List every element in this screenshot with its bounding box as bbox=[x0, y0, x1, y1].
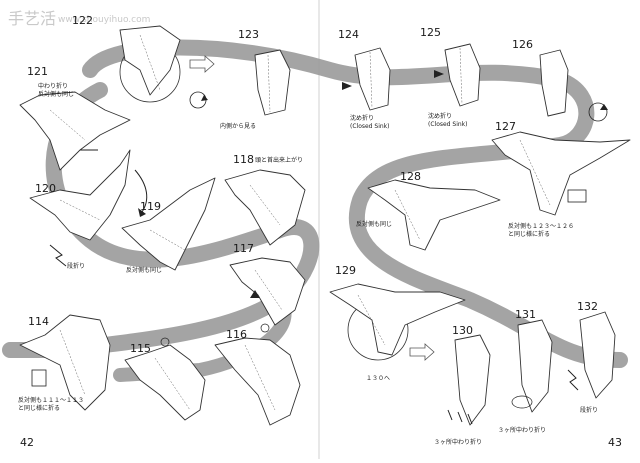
step-131-label: ３ヶ所中わり折り bbox=[498, 426, 546, 434]
step-120-figure bbox=[29, 149, 131, 241]
step-117-crease bbox=[254, 269, 283, 311]
step-126-rotate-icon bbox=[588, 102, 608, 122]
step-122-number: 122 bbox=[72, 14, 93, 27]
step-126-figure bbox=[539, 49, 569, 117]
step-123-number: 123 bbox=[238, 28, 259, 41]
step-117-up-arrow-icon bbox=[250, 290, 260, 298]
step-124-label-b: (Closed Sink) bbox=[350, 123, 390, 130]
arrow-122-to-123 bbox=[189, 55, 215, 73]
step-127-label-a: 反対側も１２３～１２６ bbox=[508, 222, 574, 230]
step-131-figure bbox=[517, 319, 553, 413]
step-130-label: ３ヶ所中わり折り bbox=[434, 438, 482, 446]
step-120-arrow bbox=[134, 169, 148, 213]
step-127-number: 127 bbox=[495, 120, 516, 133]
step-120-label: 段折り bbox=[67, 262, 85, 270]
step-124-number: 124 bbox=[338, 28, 359, 41]
step-125-number: 125 bbox=[420, 26, 441, 39]
step-129-crease bbox=[357, 294, 386, 346]
arrow-129-to-130 bbox=[409, 343, 435, 361]
step-121-label-b: 反対側も同じ bbox=[38, 90, 74, 98]
step-114-hand-icon bbox=[31, 369, 47, 387]
step-123-crease bbox=[267, 54, 271, 113]
step-116-figure bbox=[214, 337, 301, 426]
step-130-figure bbox=[454, 334, 491, 426]
step-118-label: 頭と首出来上がり bbox=[255, 156, 303, 164]
step-127-crease bbox=[519, 139, 551, 206]
step-121-figure bbox=[19, 91, 131, 171]
step-125-crease bbox=[459, 47, 463, 105]
step-129-figure bbox=[329, 283, 466, 356]
step-126-rotate-arrowhead bbox=[600, 104, 608, 110]
step-120-crease bbox=[59, 199, 101, 221]
step-130-number: 130 bbox=[452, 324, 473, 337]
step-114-number: 114 bbox=[28, 315, 49, 328]
step-125-label-b: (Closed Sink) bbox=[428, 121, 468, 128]
step-118-number: 118 bbox=[233, 153, 254, 166]
step-114-label-b: と同じ様に折る bbox=[18, 404, 60, 412]
step-115-number: 115 bbox=[130, 342, 151, 355]
step-127-label-b: と同じ様に折る bbox=[508, 230, 550, 238]
step-119-number: 119 bbox=[140, 200, 161, 213]
watermark-site: 手艺活 bbox=[8, 9, 56, 28]
step-115-loop-icon bbox=[160, 337, 170, 347]
step-119-figure bbox=[121, 177, 216, 271]
step-131-number: 131 bbox=[515, 308, 536, 321]
step-114-figure bbox=[19, 314, 111, 411]
step-124-push-arrow bbox=[342, 82, 352, 90]
step-127-figure bbox=[491, 131, 631, 216]
step-129-label: １３０へ bbox=[366, 375, 390, 382]
step-123-figure bbox=[254, 49, 291, 116]
step-121-label-a: 中わり折り bbox=[38, 82, 68, 90]
step-132-number: 132 bbox=[577, 300, 598, 313]
step-121-crease bbox=[49, 109, 86, 141]
step-120-number: 120 bbox=[35, 182, 56, 195]
step-121-number: 121 bbox=[27, 65, 48, 78]
step-117-figure bbox=[229, 257, 306, 326]
turn-over-arrowhead bbox=[201, 95, 208, 101]
step-125-figure bbox=[444, 43, 481, 107]
step-127-hand-icon bbox=[567, 189, 587, 203]
step-120-zigzag-icon bbox=[49, 244, 67, 267]
step-124-crease bbox=[369, 51, 373, 109]
step-128-figure bbox=[367, 179, 501, 251]
step-132-figure bbox=[579, 311, 616, 399]
step-114-crease bbox=[59, 329, 86, 396]
step-128-crease bbox=[394, 189, 421, 241]
step-116-crease bbox=[244, 344, 276, 411]
step-118-figure bbox=[224, 169, 306, 246]
step-126-number: 126 bbox=[512, 38, 533, 51]
step-124-label-a: 沈め折り bbox=[350, 114, 374, 122]
page-number-right: 43 bbox=[608, 436, 622, 449]
page-number-left: 42 bbox=[20, 436, 34, 449]
step-124-figure bbox=[354, 47, 391, 111]
step-119-label: 反対側も同じ bbox=[126, 266, 162, 274]
step-123-label: 内側から見る bbox=[220, 122, 256, 130]
step-129-number: 129 bbox=[335, 264, 356, 277]
step-116-loop-icon bbox=[260, 323, 270, 333]
step-118-crease bbox=[249, 184, 281, 226]
step-122-crease bbox=[139, 34, 161, 91]
step-131-loop-icon bbox=[511, 395, 533, 409]
step-125-label-a: 沈め折り bbox=[428, 112, 452, 120]
watermark-url: www.shouyihuo.com bbox=[58, 15, 150, 25]
step-120-arrowhead bbox=[138, 208, 146, 217]
step-116-number: 116 bbox=[226, 328, 247, 341]
step-114-label-a: 反対側も１１１～１１３ bbox=[18, 396, 84, 404]
step-115-figure bbox=[124, 344, 206, 421]
step-132-label: 段折り bbox=[580, 406, 598, 414]
step-132-zigzag-icon bbox=[567, 369, 579, 391]
step-117-number: 117 bbox=[233, 242, 254, 255]
step-128-number: 128 bbox=[400, 170, 421, 183]
step-128-label: 反対側も同じ bbox=[356, 220, 392, 228]
step-122-figure bbox=[119, 25, 181, 96]
step-125-push-arrow bbox=[434, 70, 444, 78]
step-130-fold-marks-icon bbox=[447, 409, 473, 425]
